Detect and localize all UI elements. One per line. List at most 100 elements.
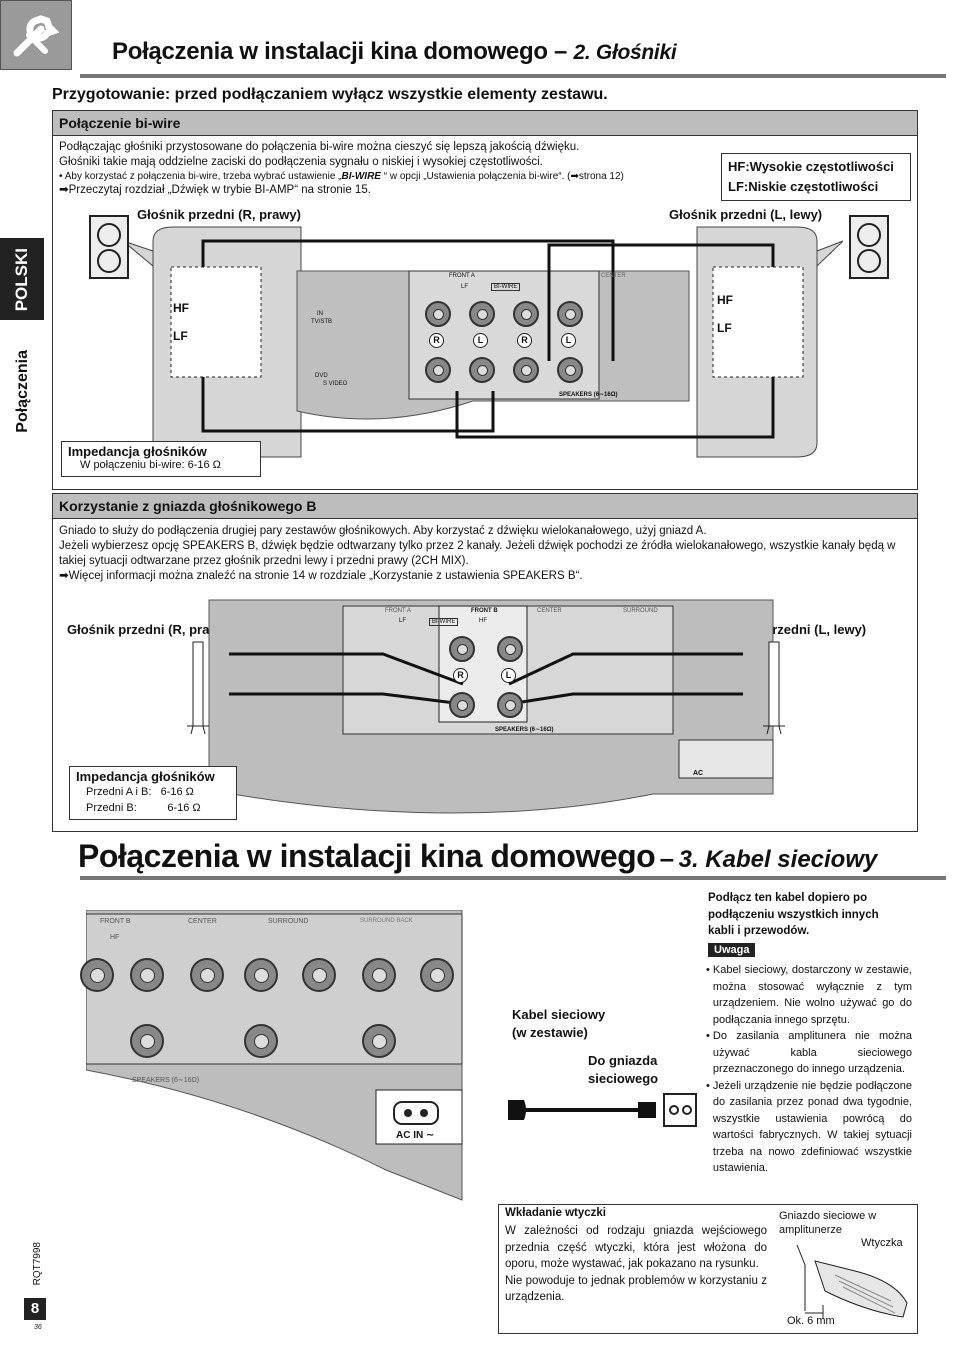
terminal: [190, 958, 224, 992]
terminal: [130, 1024, 164, 1058]
plug-illustration: [796, 1244, 908, 1319]
bullet-item: Kabel sieciowy, dostarczony w zestawie, …: [712, 964, 912, 1026]
power-center: CENTER: [188, 918, 217, 925]
terminal: [557, 357, 583, 383]
section-label: Połączenia: [14, 350, 31, 433]
panelb-speakers: SPEAKERS (6∼16Ω): [495, 727, 554, 733]
speakerb-right-label: Głośnik przedni (R, prawy): [67, 622, 231, 637]
panel-lf-label: LF: [461, 284, 469, 290]
panelb-biwire: BI-WIRE: [429, 618, 459, 626]
speakersb-text: Gniado to służy do podłączenia drugiej p…: [59, 525, 896, 582]
channel-r-badge: R: [429, 333, 444, 348]
terminal: [302, 958, 336, 992]
terminal: [244, 958, 278, 992]
channel-l-badge: L: [473, 333, 488, 348]
terminal: [557, 301, 583, 327]
biwire-diagram: [122, 226, 844, 458]
preparation-note: Przygotowanie: przed podłączaniem wyłącz…: [52, 86, 608, 103]
hf-lf-legend: HF:Wysokie częstotliwości LF:Niskie częs…: [721, 153, 911, 201]
speaker-icon-left: [849, 215, 889, 279]
panelb-lf: LF: [399, 618, 407, 624]
page-number-small: 36: [34, 1324, 42, 1331]
biwire-text: Podłączając głośniki przystosowane do po…: [59, 141, 624, 196]
plug-insert-box: Wkładanie wtyczki W zależności od rodzaj…: [498, 1204, 918, 1334]
plug-text: W zależności od rodzaju gniazda wejściow…: [505, 1225, 767, 1303]
power-surround: SURROUND: [268, 918, 309, 925]
terminal: [130, 958, 164, 992]
terminal: [425, 301, 451, 327]
panelb-ac: AC: [693, 770, 704, 777]
terminal: [497, 692, 523, 718]
hf-label-left: HF: [717, 293, 733, 307]
bullet-item: Jeżeli urządzenie nie będzie podłączone …: [712, 1079, 912, 1175]
panelb-hf: HF: [479, 618, 487, 624]
plug-title: Wkładanie wtyczki: [505, 1207, 606, 1219]
lf-label-right: LF: [173, 329, 188, 343]
power-surround-back: SURROUND BACK: [360, 918, 413, 924]
panel-center-label: CENTER: [601, 273, 626, 279]
terminal: [362, 958, 396, 992]
speaker-icon-right: [89, 215, 129, 279]
panel-in-label: IN: [317, 311, 323, 317]
terminal: [420, 958, 454, 992]
panelb-surround: SURROUND: [623, 608, 658, 614]
title-rule: [80, 74, 946, 78]
language-label: POLSKI: [12, 248, 31, 312]
biwire-panel: Połączenie bi-wire Podłączając głośniki …: [52, 110, 918, 490]
terminal: [497, 636, 523, 662]
power-title: Połączenia w instalacji kina domowego – …: [78, 838, 878, 874]
bullet-item: Do zasilania amplitunera nie można używa…: [712, 1030, 912, 1075]
panel-svideo-label: S VIDEO: [323, 381, 348, 387]
power-speakers: SPEAKERS (6∼16Ω): [132, 1077, 200, 1084]
impedance-box-biwire: Impedancja głośników W połączeniu bi-wir…: [61, 441, 261, 477]
channel-r-badge: R: [453, 668, 468, 683]
panel-tvstb-label: TV/STB: [311, 319, 333, 325]
terminal: [469, 301, 495, 327]
panel-front-a-label: FRONT A: [449, 273, 475, 279]
channel-l-badge: L: [561, 333, 576, 348]
power-title-rule: [80, 876, 946, 880]
channel-l-badge: L: [501, 668, 516, 683]
power-cord: [508, 1093, 697, 1127]
impedance-box-b: Impedancja głośników Przedni A i B: 6-16…: [69, 766, 237, 820]
panel-dvd-label: DVD: [315, 373, 328, 379]
speaker-right-label: Głośnik przedni (R, prawy): [137, 207, 301, 222]
speakersb-heading: Korzystanie z gniazda głośnikowego B: [53, 494, 917, 519]
cable-label: Kabel sieciowy(w zestawie): [512, 1007, 606, 1040]
biwire-heading: Połączenie bi-wire: [53, 111, 917, 136]
page-number: 8: [24, 1298, 46, 1320]
terminal: [80, 958, 114, 992]
power-note: Podłącz ten kabel dopiero po podłączeniu…: [708, 892, 879, 937]
uwaga-badge: Uwaga: [708, 943, 756, 957]
page-title: Połączenia w instalacji kina domowego – …: [112, 38, 677, 65]
ac-in-label: AC IN ∼: [396, 1130, 435, 1141]
panelb-front-a: FRONT A: [385, 608, 411, 614]
power-diagram: [86, 910, 463, 1201]
lf-label-left: LF: [717, 321, 732, 335]
wrench-icon-tab: [0, 0, 72, 70]
panelb-front-b: FRONT B: [471, 608, 498, 614]
panelb-center: CENTER: [537, 608, 562, 614]
terminal: [425, 357, 451, 383]
panel-biwire-label: BI-WIRE: [491, 283, 521, 291]
speakersb-panel: Korzystanie z gniazda głośnikowego B Gni…: [52, 493, 918, 832]
power-hf: HF: [110, 934, 120, 941]
hf-label-right: HF: [173, 301, 189, 315]
power-front-b: FRONT B: [100, 918, 131, 925]
doc-code: RQT7998: [32, 1242, 43, 1286]
power-bullets: • Kabel sieciowy, dostarczony w zestawie…: [706, 962, 912, 1177]
plug-label: Wtyczka: [861, 1237, 903, 1249]
terminal: [362, 1024, 396, 1058]
panel-speakers-label: SPEAKERS (6∼16Ω): [559, 392, 618, 398]
terminal: [513, 357, 539, 383]
language-tab: POLSKI: [0, 238, 44, 320]
channel-r-badge: R: [517, 333, 532, 348]
wrench-icon: [13, 15, 60, 57]
terminal: [449, 692, 475, 718]
terminal: [449, 636, 475, 662]
speaker-left-label: Głośnik przedni (L, lewy): [669, 207, 823, 222]
terminal: [244, 1024, 278, 1058]
terminal: [513, 301, 539, 327]
